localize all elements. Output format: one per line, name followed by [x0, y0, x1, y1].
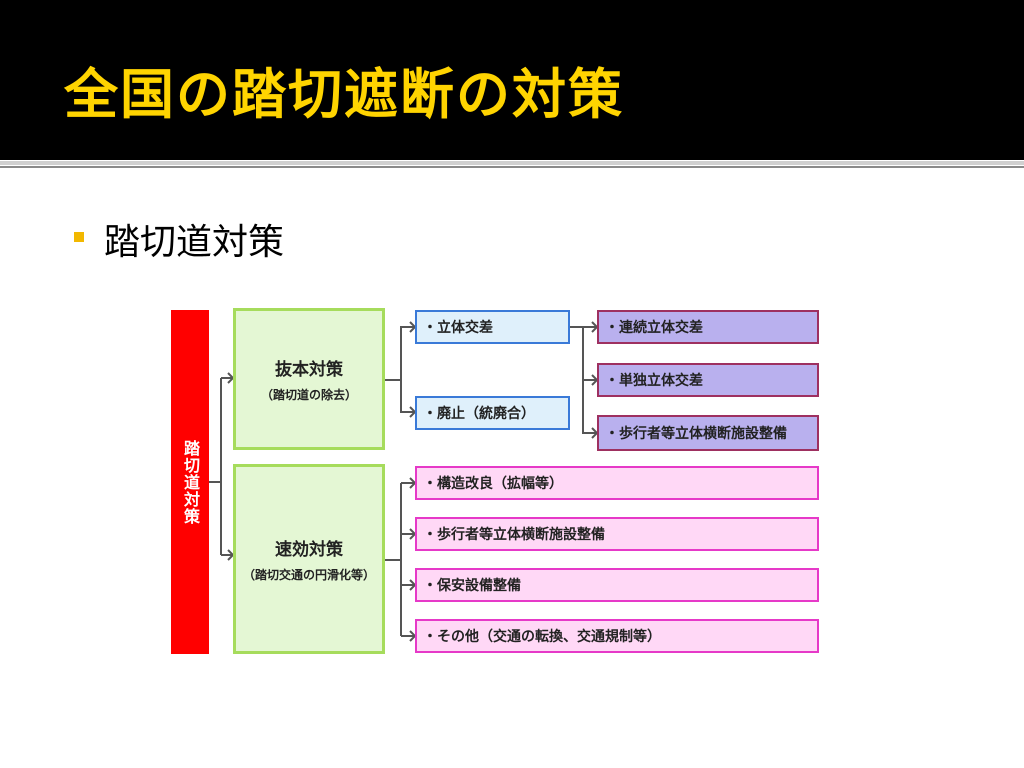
- quick-measures-box: 速効対策 （踏切交通の円滑化等）: [233, 464, 385, 654]
- root-label: 踏切道対策: [181, 439, 200, 525]
- basic-measures-box: 抜本対策 （踏切道の除去）: [233, 308, 385, 450]
- bullet-text: 踏切道対策: [104, 222, 285, 263]
- bullet-square-icon: [74, 232, 84, 242]
- pedestrian-facility-box: ・歩行者等立体横断施設整備: [415, 517, 819, 551]
- slide-title: 全国の踏切遮断の対策: [64, 63, 624, 126]
- countermeasure-diagram: 踏切道対策 抜本対策 （踏切道の除去） 速効対策 （踏切交通の円滑化等） ・立体…: [165, 300, 835, 670]
- structure-improvement-box: ・構造改良（拡幅等）: [415, 466, 819, 500]
- title-divider: [0, 161, 1024, 165]
- abolition-box: ・廃止（統廃合）: [415, 396, 570, 430]
- root-box: 踏切道対策: [171, 310, 209, 654]
- quick-measures-title: 速効対策: [275, 540, 343, 560]
- basic-measures-sub: （踏切道の除去）: [260, 388, 357, 402]
- continuous-grade-separation-box: ・連続立体交差: [597, 310, 819, 344]
- title-bar: 全国の踏切遮断の対策: [0, 0, 1024, 160]
- other-measures-box: ・その他（交通の転換、交通規制等）: [415, 619, 819, 653]
- single-grade-separation-box: ・単独立体交差: [597, 363, 819, 397]
- safety-equipment-box: ・保安設備整備: [415, 568, 819, 602]
- quick-measures-sub: （踏切交通の円滑化等）: [242, 568, 375, 582]
- pedestrian-crossing-facility-box: ・歩行者等立体横断施設整備: [597, 415, 819, 451]
- title-divider-shadow: [0, 166, 1024, 168]
- grade-separation-box: ・立体交差: [415, 310, 570, 344]
- basic-measures-title: 抜本対策: [275, 360, 343, 380]
